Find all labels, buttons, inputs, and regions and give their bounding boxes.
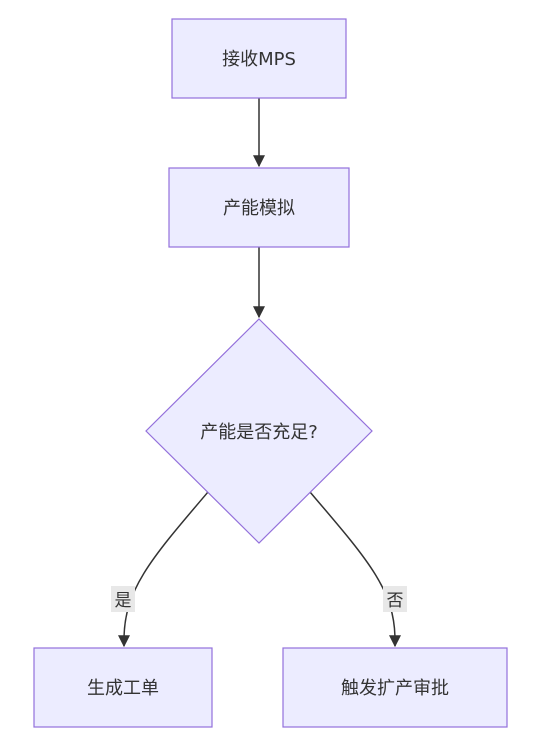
edge-label-yes-text: 是 [115, 591, 132, 611]
edge-decision-to-workorder [118, 491, 209, 648]
edge-label-no-text: 否 [387, 591, 404, 611]
node-decision-label: 产能是否充足? [200, 422, 318, 443]
node-receive-mps-label: 接收MPS [222, 49, 296, 70]
node-capacity-sim[interactable]: 产能模拟 [168, 167, 350, 248]
node-work-order[interactable]: 生成工单 [33, 647, 213, 728]
node-decision[interactable]: 产能是否充足? [145, 318, 373, 544]
edge-decision-to-expansion [309, 491, 401, 648]
node-expansion-label: 触发扩产审批 [341, 678, 449, 699]
node-expansion[interactable]: 触发扩产审批 [282, 647, 508, 728]
node-capacity-sim-label: 产能模拟 [223, 198, 295, 219]
node-receive-mps[interactable]: 接收MPS [171, 18, 347, 99]
node-work-order-label: 生成工单 [87, 678, 159, 699]
edge-label-yes: 是 [111, 586, 135, 612]
edge-label-no: 否 [383, 586, 407, 612]
